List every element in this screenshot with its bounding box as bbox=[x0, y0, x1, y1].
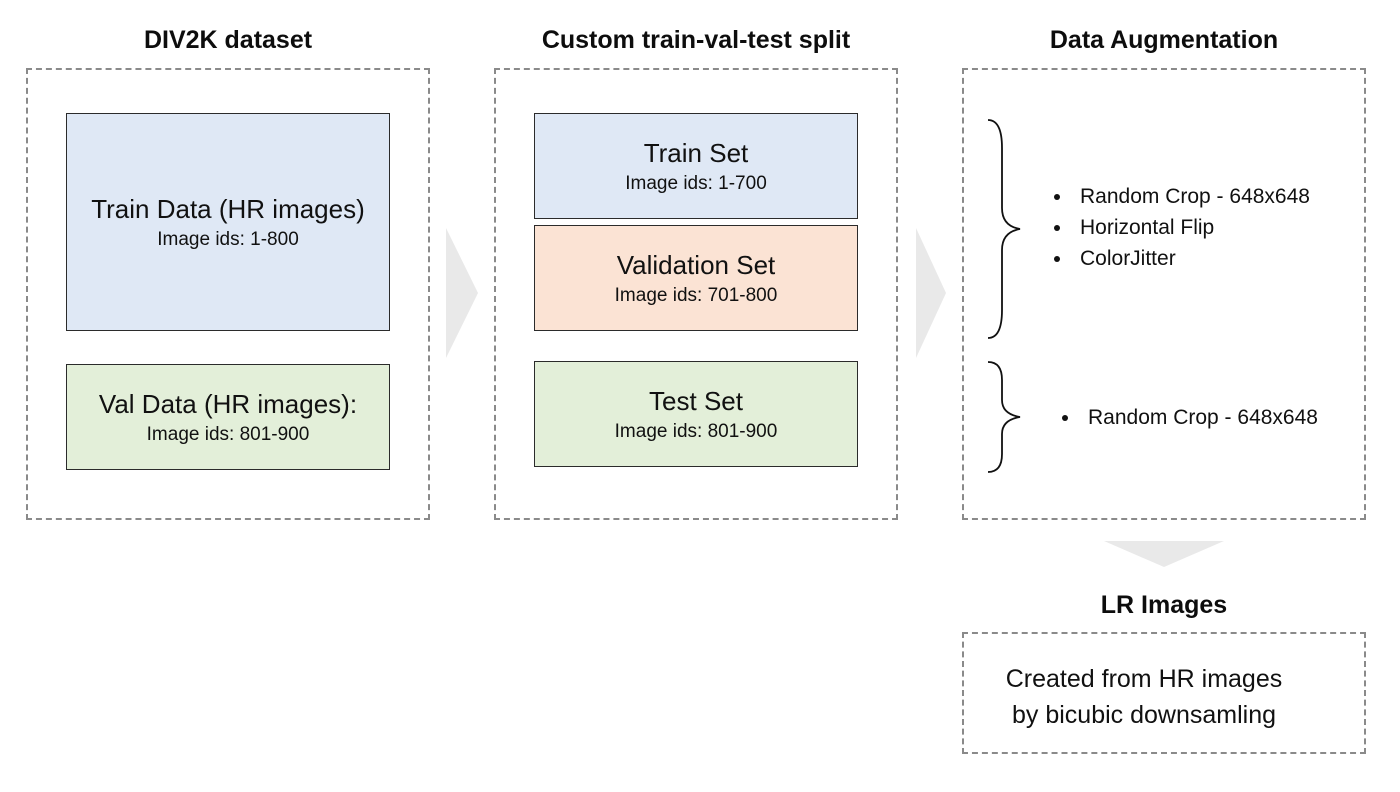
train-augmentation-list: Random Crop - 648x648 Horizontal Flip Co… bbox=[1050, 181, 1310, 274]
val-data-ids: Image ids: 801-900 bbox=[146, 424, 310, 446]
lr-title: LR Images bbox=[1100, 591, 1228, 619]
arrow-right-icon bbox=[916, 228, 946, 358]
test-set-ids: Image ids: 801-900 bbox=[614, 421, 778, 443]
validation-set-box: Validation Set Image ids: 701-800 bbox=[534, 225, 858, 331]
curly-brace-icon bbox=[987, 361, 1021, 473]
lr-line-2: by bicubic downsamling bbox=[1011, 701, 1277, 729]
curly-brace-icon bbox=[987, 119, 1021, 339]
validation-set-label: Validation Set bbox=[616, 249, 776, 280]
train-data-label: Train Data (HR images) bbox=[91, 193, 365, 224]
train-data-box: Train Data (HR images) Image ids: 1-800 bbox=[66, 113, 390, 331]
arrow-right-icon bbox=[446, 228, 478, 358]
lr-description: Created from HR images by bicubic downsa… bbox=[962, 661, 1366, 733]
test-augmentation-list: Random Crop - 648x648 bbox=[1058, 402, 1318, 433]
train-set-box: Train Set Image ids: 1-700 bbox=[534, 113, 858, 219]
train-data-ids: Image ids: 1-800 bbox=[157, 229, 299, 251]
lr-frame bbox=[962, 632, 1366, 754]
val-data-box: Val Data (HR images): Image ids: 801-900 bbox=[66, 364, 390, 470]
val-data-label: Val Data (HR images): bbox=[98, 388, 358, 419]
lr-line-1: Created from HR images bbox=[1005, 665, 1283, 693]
list-item: ColorJitter bbox=[1050, 243, 1310, 274]
list-item: Random Crop - 648x648 bbox=[1058, 402, 1318, 433]
train-set-ids: Image ids: 1-700 bbox=[625, 173, 767, 195]
test-set-label: Test Set bbox=[649, 385, 743, 416]
list-item: Random Crop - 648x648 bbox=[1050, 181, 1310, 212]
train-set-label: Train Set bbox=[643, 137, 749, 168]
arrow-down-icon bbox=[1104, 541, 1224, 567]
test-set-box: Test Set Image ids: 801-900 bbox=[534, 361, 858, 467]
augmentation-title: Data Augmentation bbox=[1049, 26, 1279, 54]
split-title: Custom train-val-test split bbox=[541, 26, 851, 54]
dataset-title: DIV2K dataset bbox=[143, 26, 313, 54]
validation-set-ids: Image ids: 701-800 bbox=[614, 285, 778, 307]
list-item: Horizontal Flip bbox=[1050, 212, 1310, 243]
augmentation-frame bbox=[962, 68, 1366, 520]
split-frame bbox=[494, 68, 898, 520]
dataset-frame bbox=[26, 68, 430, 520]
